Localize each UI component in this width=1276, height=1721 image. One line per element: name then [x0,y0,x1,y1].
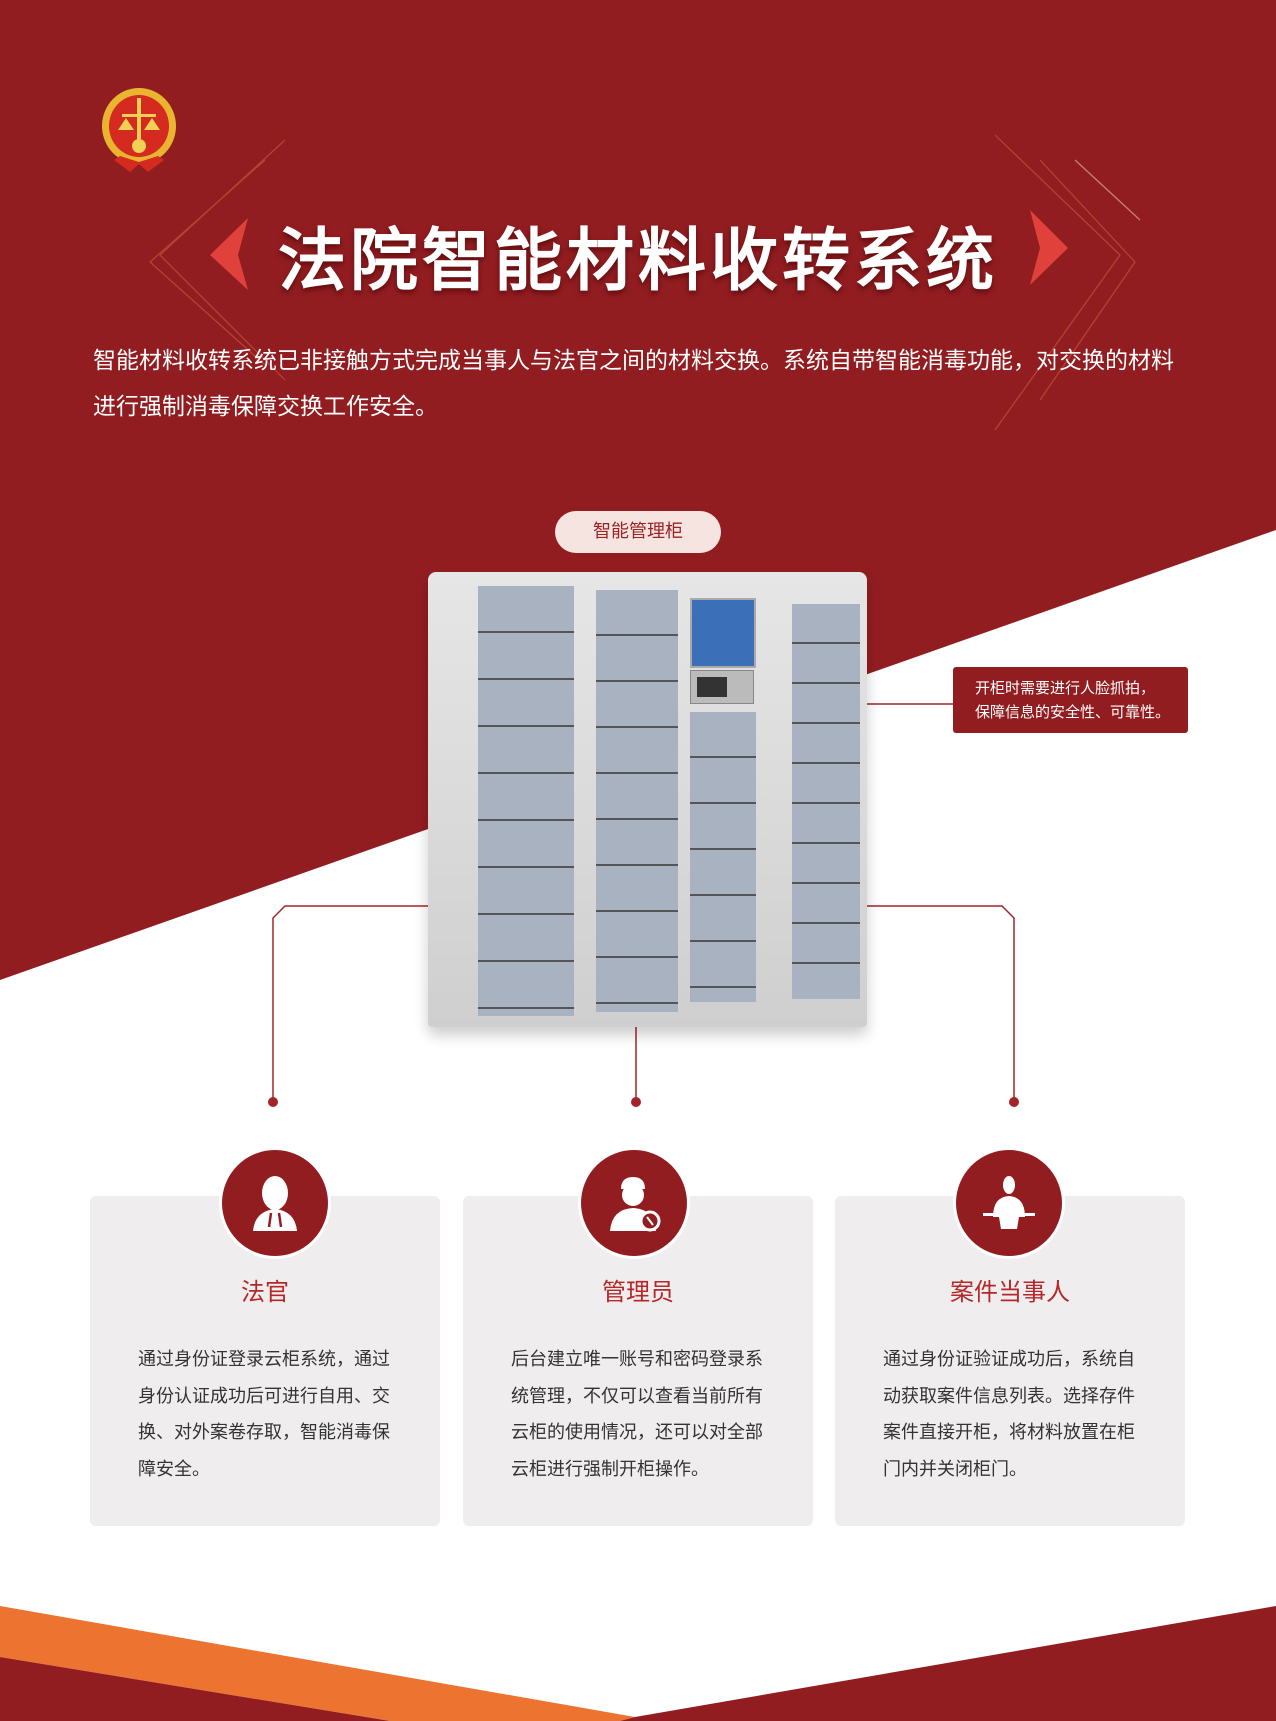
role-description: 通过身份证登录云柜系统，通过身份认证成功后可进行自用、交换、对外案卷存取，智能消… [138,1349,390,1480]
role-description: 通过身份证验证成功后，系统自动获取案件信息列表。选择存件案件直接开柜，将材料放置… [883,1349,1135,1480]
role-title: 案件当事人 [950,1278,1070,1306]
role-title: 法官 [241,1278,289,1306]
litigant-icon [953,1147,1065,1259]
callout-line: 开柜时需要进行人脸抓拍， [975,679,1156,697]
face-capture-callout: 开柜时需要进行人脸抓拍， 保障信息的安全性、可靠性。 [953,667,1188,733]
role-title: 管理员 [602,1278,674,1306]
smart-locker-cabinet-image [428,572,867,1034]
administrator-icon [578,1147,690,1259]
judge-icon [219,1147,331,1259]
callout-line: 保障信息的安全性、可靠性。 [975,703,1171,721]
role-description: 后台建立唯一账号和密码登录系统管理，不仅可以查看当前所有云柜的使用情况，还可以对… [511,1349,763,1480]
court-emblem-icon [102,88,176,172]
intro-text: 智能材料收转系统已非接触方式完成当事人与法官之间的材料交换。系统自带智能消毒功能… [93,348,1174,420]
page-title: 法院智能材料收转系统 [277,222,998,301]
device-badge: 智能管理柜 [555,511,721,553]
